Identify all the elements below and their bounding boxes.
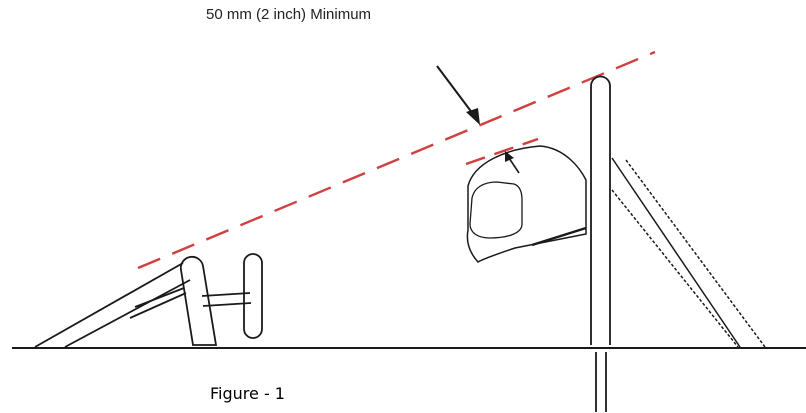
helmet-chin-strap [531, 226, 587, 247]
front-hoop [179, 255, 218, 346]
front-frame [34, 262, 191, 348]
steering-wheel [243, 253, 263, 339]
figure-caption: Figure - 1 [210, 384, 285, 403]
clearance-line-helmet [465, 137, 539, 166]
arrow-to-helmet [505, 151, 520, 174]
clearance-line-main [137, 50, 656, 270]
arrow-to-clearance-line [436, 65, 480, 125]
clearance-label: 50 mm (2 inch) Minimum [206, 6, 372, 23]
helmet-outline [466, 145, 587, 263]
rear-brace [611, 157, 766, 348]
main-roll-hoop [590, 75, 611, 345]
helmet-visor [469, 181, 523, 239]
steering-column [201, 292, 252, 307]
